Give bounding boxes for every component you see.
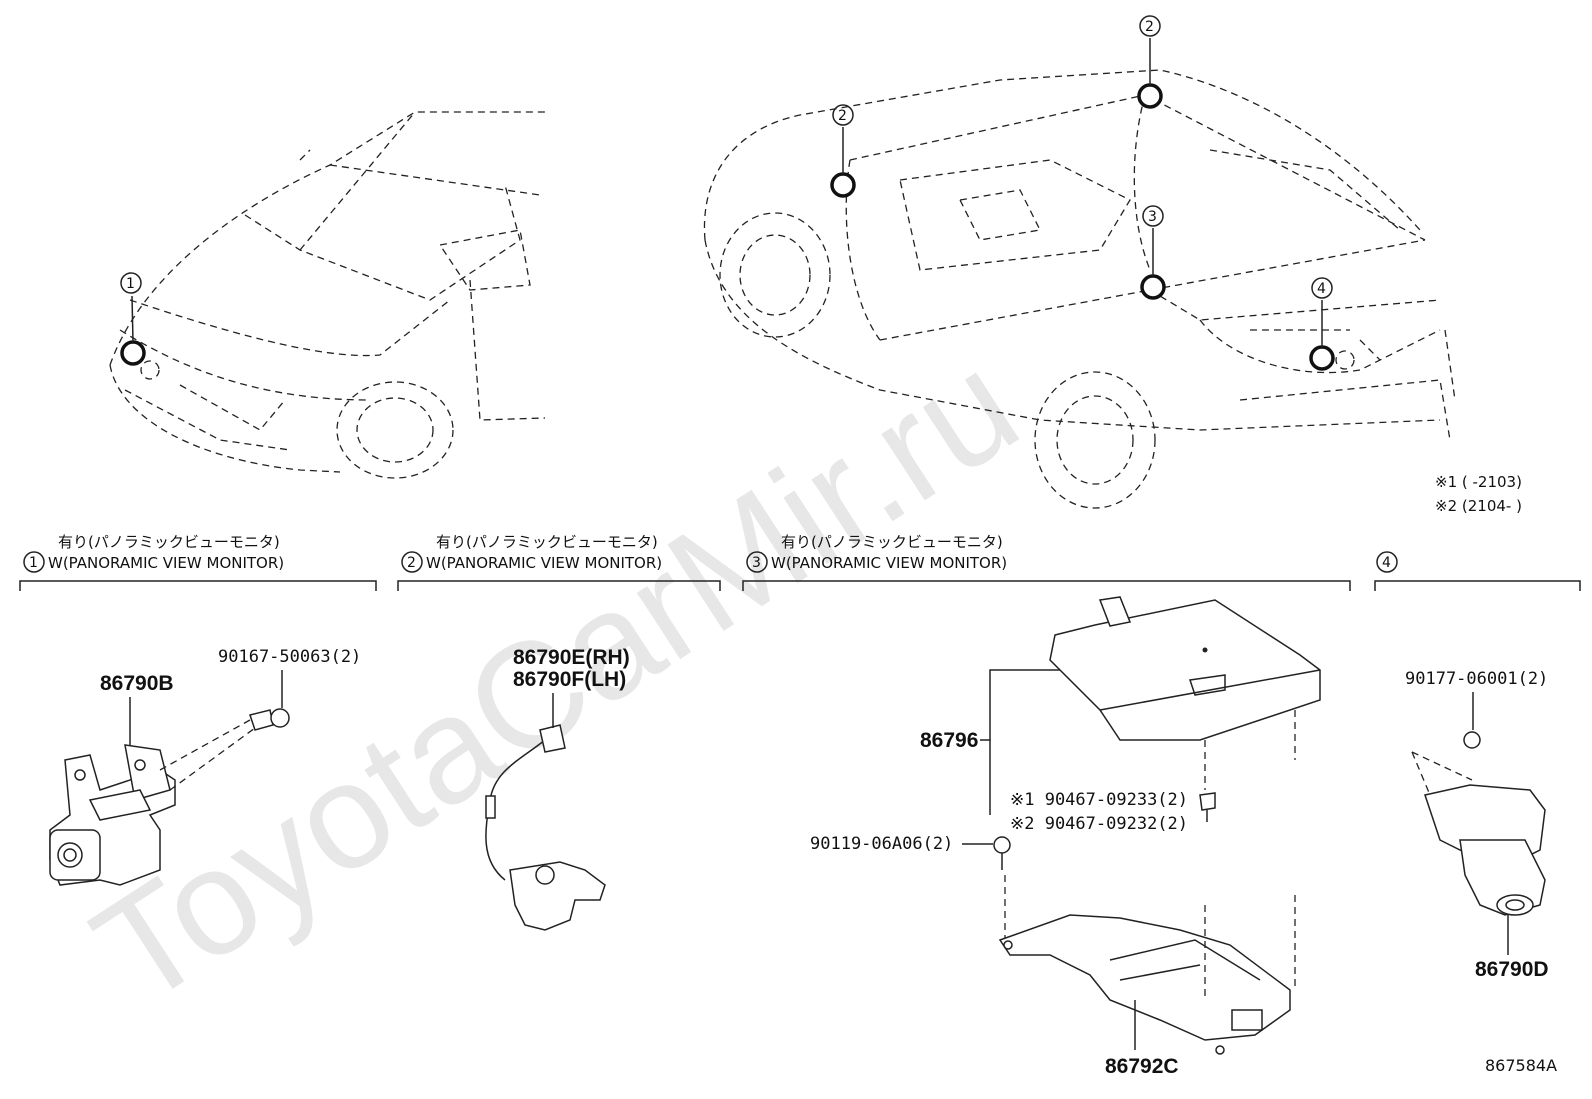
part-number-86792C: 86792C: [1105, 1055, 1179, 1078]
marker-2-left-number: 2: [838, 108, 847, 124]
ecu-cover-86796: [1049, 596, 1321, 790]
section-1-en-label: W(PANORAMIC VIEW MONITOR): [48, 554, 284, 572]
location-marker-2-left: 2: [830, 104, 856, 198]
leader-86796: [980, 669, 1060, 741]
legend-note-1: ※1 ( -2103): [1435, 473, 1522, 491]
section-2-jp-label: 有り(パノラミックビューモニタ): [436, 533, 658, 551]
part-number-86790E: 86790E(RH): [513, 646, 630, 669]
bolt-90119: [993, 836, 1011, 940]
side-camera-86790E-F: [485, 724, 606, 931]
part-number-90177: 90177-06001(2): [1405, 669, 1548, 689]
location-marker-1: 1: [120, 272, 146, 366]
marker-3-number: 3: [1148, 209, 1157, 225]
part-number-90467-09233: ※1 90467-09233(2): [1010, 790, 1188, 810]
part-number-86790F: 86790F(LH): [513, 668, 626, 691]
ecu-bracket-86792C: [998, 895, 1296, 1055]
section-2-number: 2: [407, 555, 416, 571]
screw-90467: [1199, 792, 1216, 822]
location-marker-3: 3: [1140, 205, 1166, 300]
part-number-90167: 90167-50063(2): [218, 647, 361, 667]
part-number-86790B: 86790B: [100, 672, 174, 695]
section-3-number: 3: [752, 555, 761, 571]
section-4-number: 4: [1382, 555, 1391, 571]
diagram-code: 867584A: [1485, 1056, 1557, 1075]
front-car-illustration: [109, 111, 546, 479]
section-2-header: 2 有り(パノラミックビューモニタ) W(PANORAMIC VIEW MONI…: [397, 533, 721, 591]
part-number-90467-09232: ※2 90467-09232(2): [1010, 814, 1188, 834]
location-marker-2-right: 2: [1137, 15, 1163, 109]
marker-1-number: 1: [126, 276, 135, 292]
legend-note-2: ※2 (2104- ): [1435, 497, 1522, 515]
section-3-jp-label: 有り(パノラミックビューモニタ): [781, 533, 1003, 551]
section-3-en-label: W(PANORAMIC VIEW MONITOR): [771, 554, 1007, 572]
marker-2-right-number: 2: [1145, 19, 1154, 35]
section-1-jp-label: 有り(パノラミックビューモニタ): [58, 533, 280, 551]
location-marker-4: 4: [1309, 277, 1335, 371]
marker-4-number: 4: [1317, 281, 1326, 297]
rear-camera-86790D: [1411, 731, 1546, 916]
section-3-header: 3 有り(パノラミックビューモニタ) W(PANORAMIC VIEW MONI…: [742, 533, 1351, 591]
section-1-number: 1: [29, 555, 38, 571]
section-1-header: 1 有り(パノラミックビューモニタ) W(PANORAMIC VIEW MONI…: [19, 533, 377, 591]
part-number-90119: 90119-06A06(2): [810, 834, 953, 854]
part-number-86790D: 86790D: [1475, 958, 1549, 981]
section-2-en-label: W(PANORAMIC VIEW MONITOR): [426, 554, 662, 572]
bolt-90167: [249, 708, 290, 731]
section-4-header: 4: [1374, 551, 1581, 591]
front-camera-86790B: [49, 719, 256, 886]
part-number-86796: 86796: [920, 729, 978, 752]
